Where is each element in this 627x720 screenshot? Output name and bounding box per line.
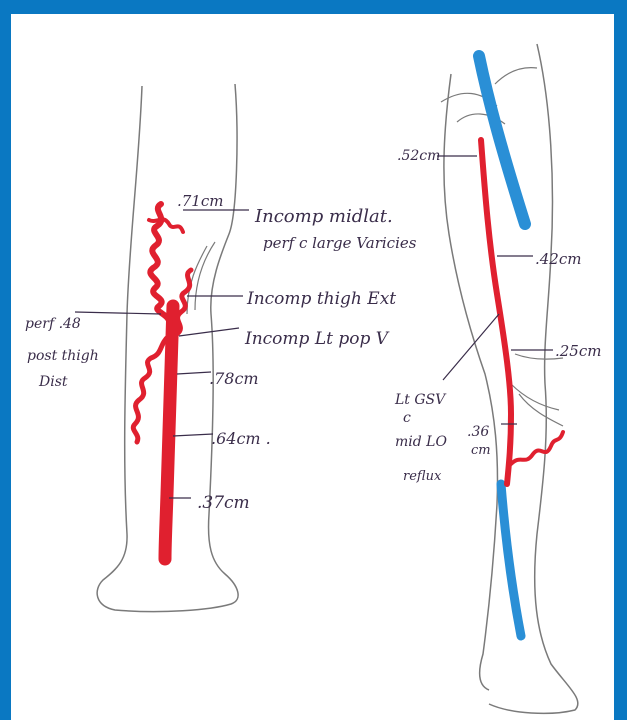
right-leg-blue-vein-lower — [501, 484, 521, 636]
right-leg-outline-left — [444, 74, 498, 690]
label-left-diam-64: .64cm . — [211, 429, 271, 448]
label-left-note-midlat-2: perf c large Varicies — [263, 234, 417, 252]
leader-left-78 — [177, 372, 211, 374]
left-leg-varicosities-mid — [177, 270, 191, 334]
leader-right-gsv — [443, 314, 499, 380]
label-right-gsv-1: Lt GSV — [394, 392, 447, 408]
label-left-perf-2: post thigh — [27, 348, 99, 364]
leader-left-perf — [75, 312, 161, 314]
leader-left-pop — [179, 328, 239, 336]
leader-left-64 — [173, 434, 213, 436]
diagram-sheet: .71cm Incomp midlat. perf c large Varici… — [11, 14, 614, 720]
label-right-gsv-3: mid LO — [395, 434, 447, 450]
label-left-perf-3: Dist — [38, 374, 68, 390]
label-left-note-thigh: Incomp thigh Ext — [246, 289, 396, 309]
right-leg-knee-lines — [511, 354, 563, 426]
label-left-diam-top: .71cm — [177, 192, 223, 210]
label-right-diam-25: .25cm — [555, 342, 601, 360]
label-right-diam-36b: cm — [471, 443, 491, 458]
label-right-gsv-4: reflux — [403, 469, 442, 484]
left-leg-knee-line-2 — [195, 242, 215, 310]
label-right-gsv-2: c — [403, 410, 411, 426]
label-right-diam-top: .52cm — [397, 148, 440, 164]
left-leg-main-vein — [165, 306, 173, 559]
venous-mapping-diagram: .71cm Incomp midlat. perf c large Varici… — [11, 14, 614, 720]
label-left-diam-78: .78cm — [209, 369, 259, 388]
label-left-perf-1: perf .48 — [25, 316, 81, 332]
right-leg: .52cm .42cm .25cm Lt GSV c mid LO reflux… — [394, 44, 601, 713]
label-right-diam-36a: .36 — [467, 424, 489, 440]
right-leg-reflux-branch — [511, 432, 563, 464]
label-left-note-pop: Incomp Lt pop V — [244, 329, 390, 349]
left-leg: .71cm Incomp midlat. perf c large Varici… — [25, 84, 417, 612]
label-left-note-midlat-1: Incomp midlat. — [254, 206, 393, 227]
label-left-diam-37: .37cm — [197, 493, 250, 513]
label-right-diam-42: .42cm — [535, 250, 581, 268]
